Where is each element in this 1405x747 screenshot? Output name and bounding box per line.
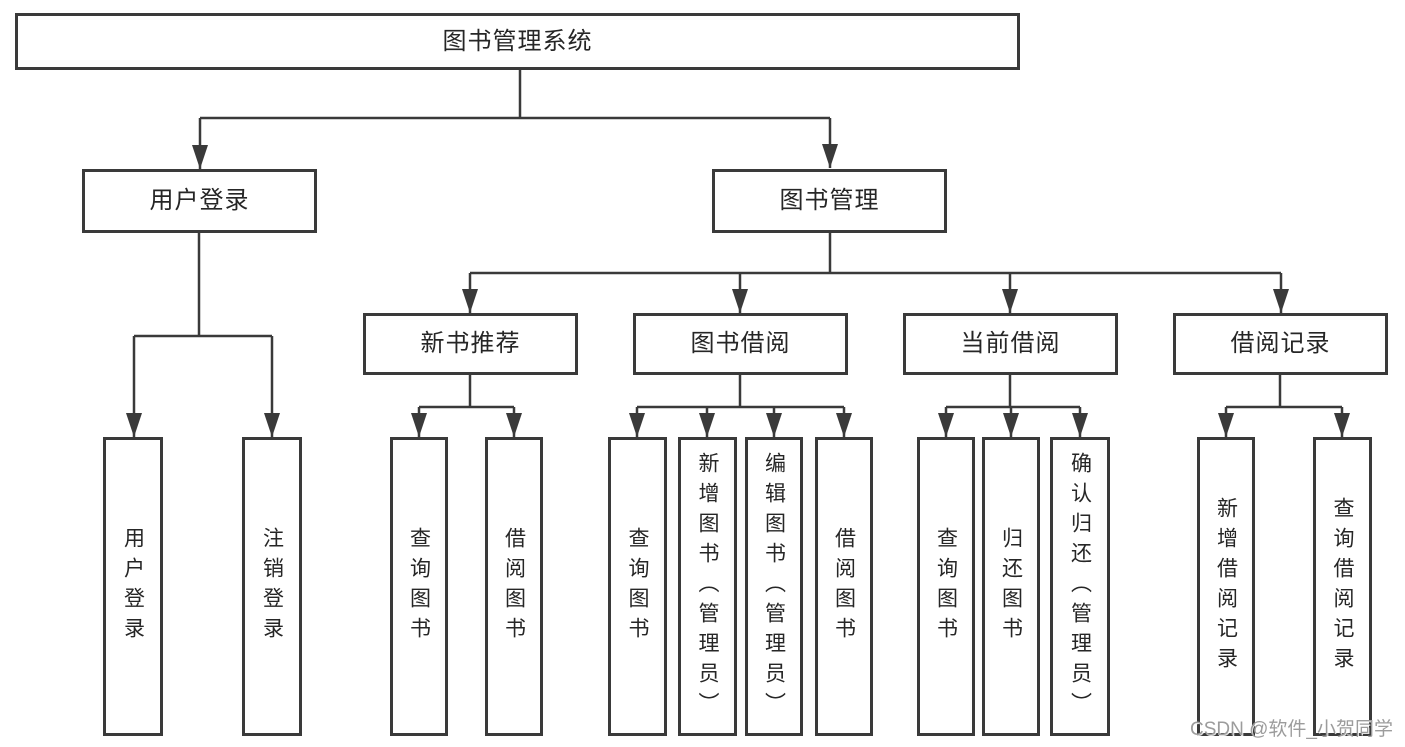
node-user-login: 用户登录 — [82, 169, 317, 233]
node-leaf-user-login: 用户登录 — [103, 437, 163, 736]
node-leaf-borrow-books-recommend-label: 借阅图书 — [502, 526, 526, 647]
node-leaf-confirm-return-admin: 确认归还（管理员） — [1050, 437, 1110, 736]
csdn-watermark: CSDN @软件_小贺同学 — [1190, 719, 1393, 740]
node-leaf-query-borrow-record-label: 查询借阅记录 — [1331, 496, 1354, 677]
node-book-borrow: 图书借阅 — [633, 313, 848, 375]
node-leaf-borrow-books-label: 借阅图书 — [832, 526, 856, 647]
node-user-login-label: 用户登录 — [149, 187, 250, 214]
node-leaf-user-login-label: 用户登录 — [121, 526, 145, 647]
node-leaf-logout-label: 注销登录 — [260, 526, 284, 647]
node-borrow-records: 借阅记录 — [1173, 313, 1388, 375]
node-leaf-query-borrow-record: 查询借阅记录 — [1313, 437, 1372, 736]
node-leaf-add-book-admin-label: 新增图书（管理员） — [696, 451, 719, 722]
node-borrow-records-label: 借阅记录 — [1230, 330, 1331, 357]
node-root-system: 图书管理系统 — [15, 13, 1020, 70]
node-book-management: 图书管理 — [712, 169, 947, 233]
node-leaf-return-book-label: 归还图书 — [999, 526, 1023, 647]
node-leaf-query-books-borrow-label: 查询图书 — [626, 526, 649, 647]
node-leaf-query-books-recommend-label: 查询图书 — [407, 526, 431, 647]
node-leaf-query-books-recommend: 查询图书 — [390, 437, 448, 736]
node-current-borrow: 当前借阅 — [903, 313, 1118, 375]
node-leaf-return-book: 归还图书 — [982, 437, 1040, 736]
node-current-borrow-label: 当前借阅 — [960, 330, 1061, 357]
node-leaf-query-books-current: 查询图书 — [917, 437, 975, 736]
node-leaf-borrow-books-recommend: 借阅图书 — [485, 437, 543, 736]
node-leaf-query-books-current-label: 查询图书 — [934, 526, 958, 647]
node-new-book-recommend: 新书推荐 — [363, 313, 578, 375]
node-root-system-label: 图书管理系统 — [442, 27, 593, 55]
node-leaf-query-books-borrow: 查询图书 — [608, 437, 667, 736]
node-book-management-label: 图书管理 — [779, 187, 880, 214]
node-leaf-logout: 注销登录 — [242, 437, 302, 736]
node-new-book-recommend-label: 新书推荐 — [420, 330, 521, 357]
node-leaf-add-borrow-record-label: 新增借阅记录 — [1214, 496, 1238, 677]
node-leaf-add-book-admin: 新增图书（管理员） — [678, 437, 737, 736]
node-book-borrow-label: 图书借阅 — [690, 330, 791, 357]
node-leaf-borrow-books: 借阅图书 — [815, 437, 873, 736]
node-leaf-edit-book-admin: 编辑图书（管理员） — [745, 437, 803, 736]
node-leaf-confirm-return-admin-label: 确认归还（管理员） — [1068, 451, 1092, 722]
node-leaf-edit-book-admin-label: 编辑图书（管理员） — [762, 451, 786, 722]
node-leaf-add-borrow-record: 新增借阅记录 — [1197, 437, 1255, 736]
